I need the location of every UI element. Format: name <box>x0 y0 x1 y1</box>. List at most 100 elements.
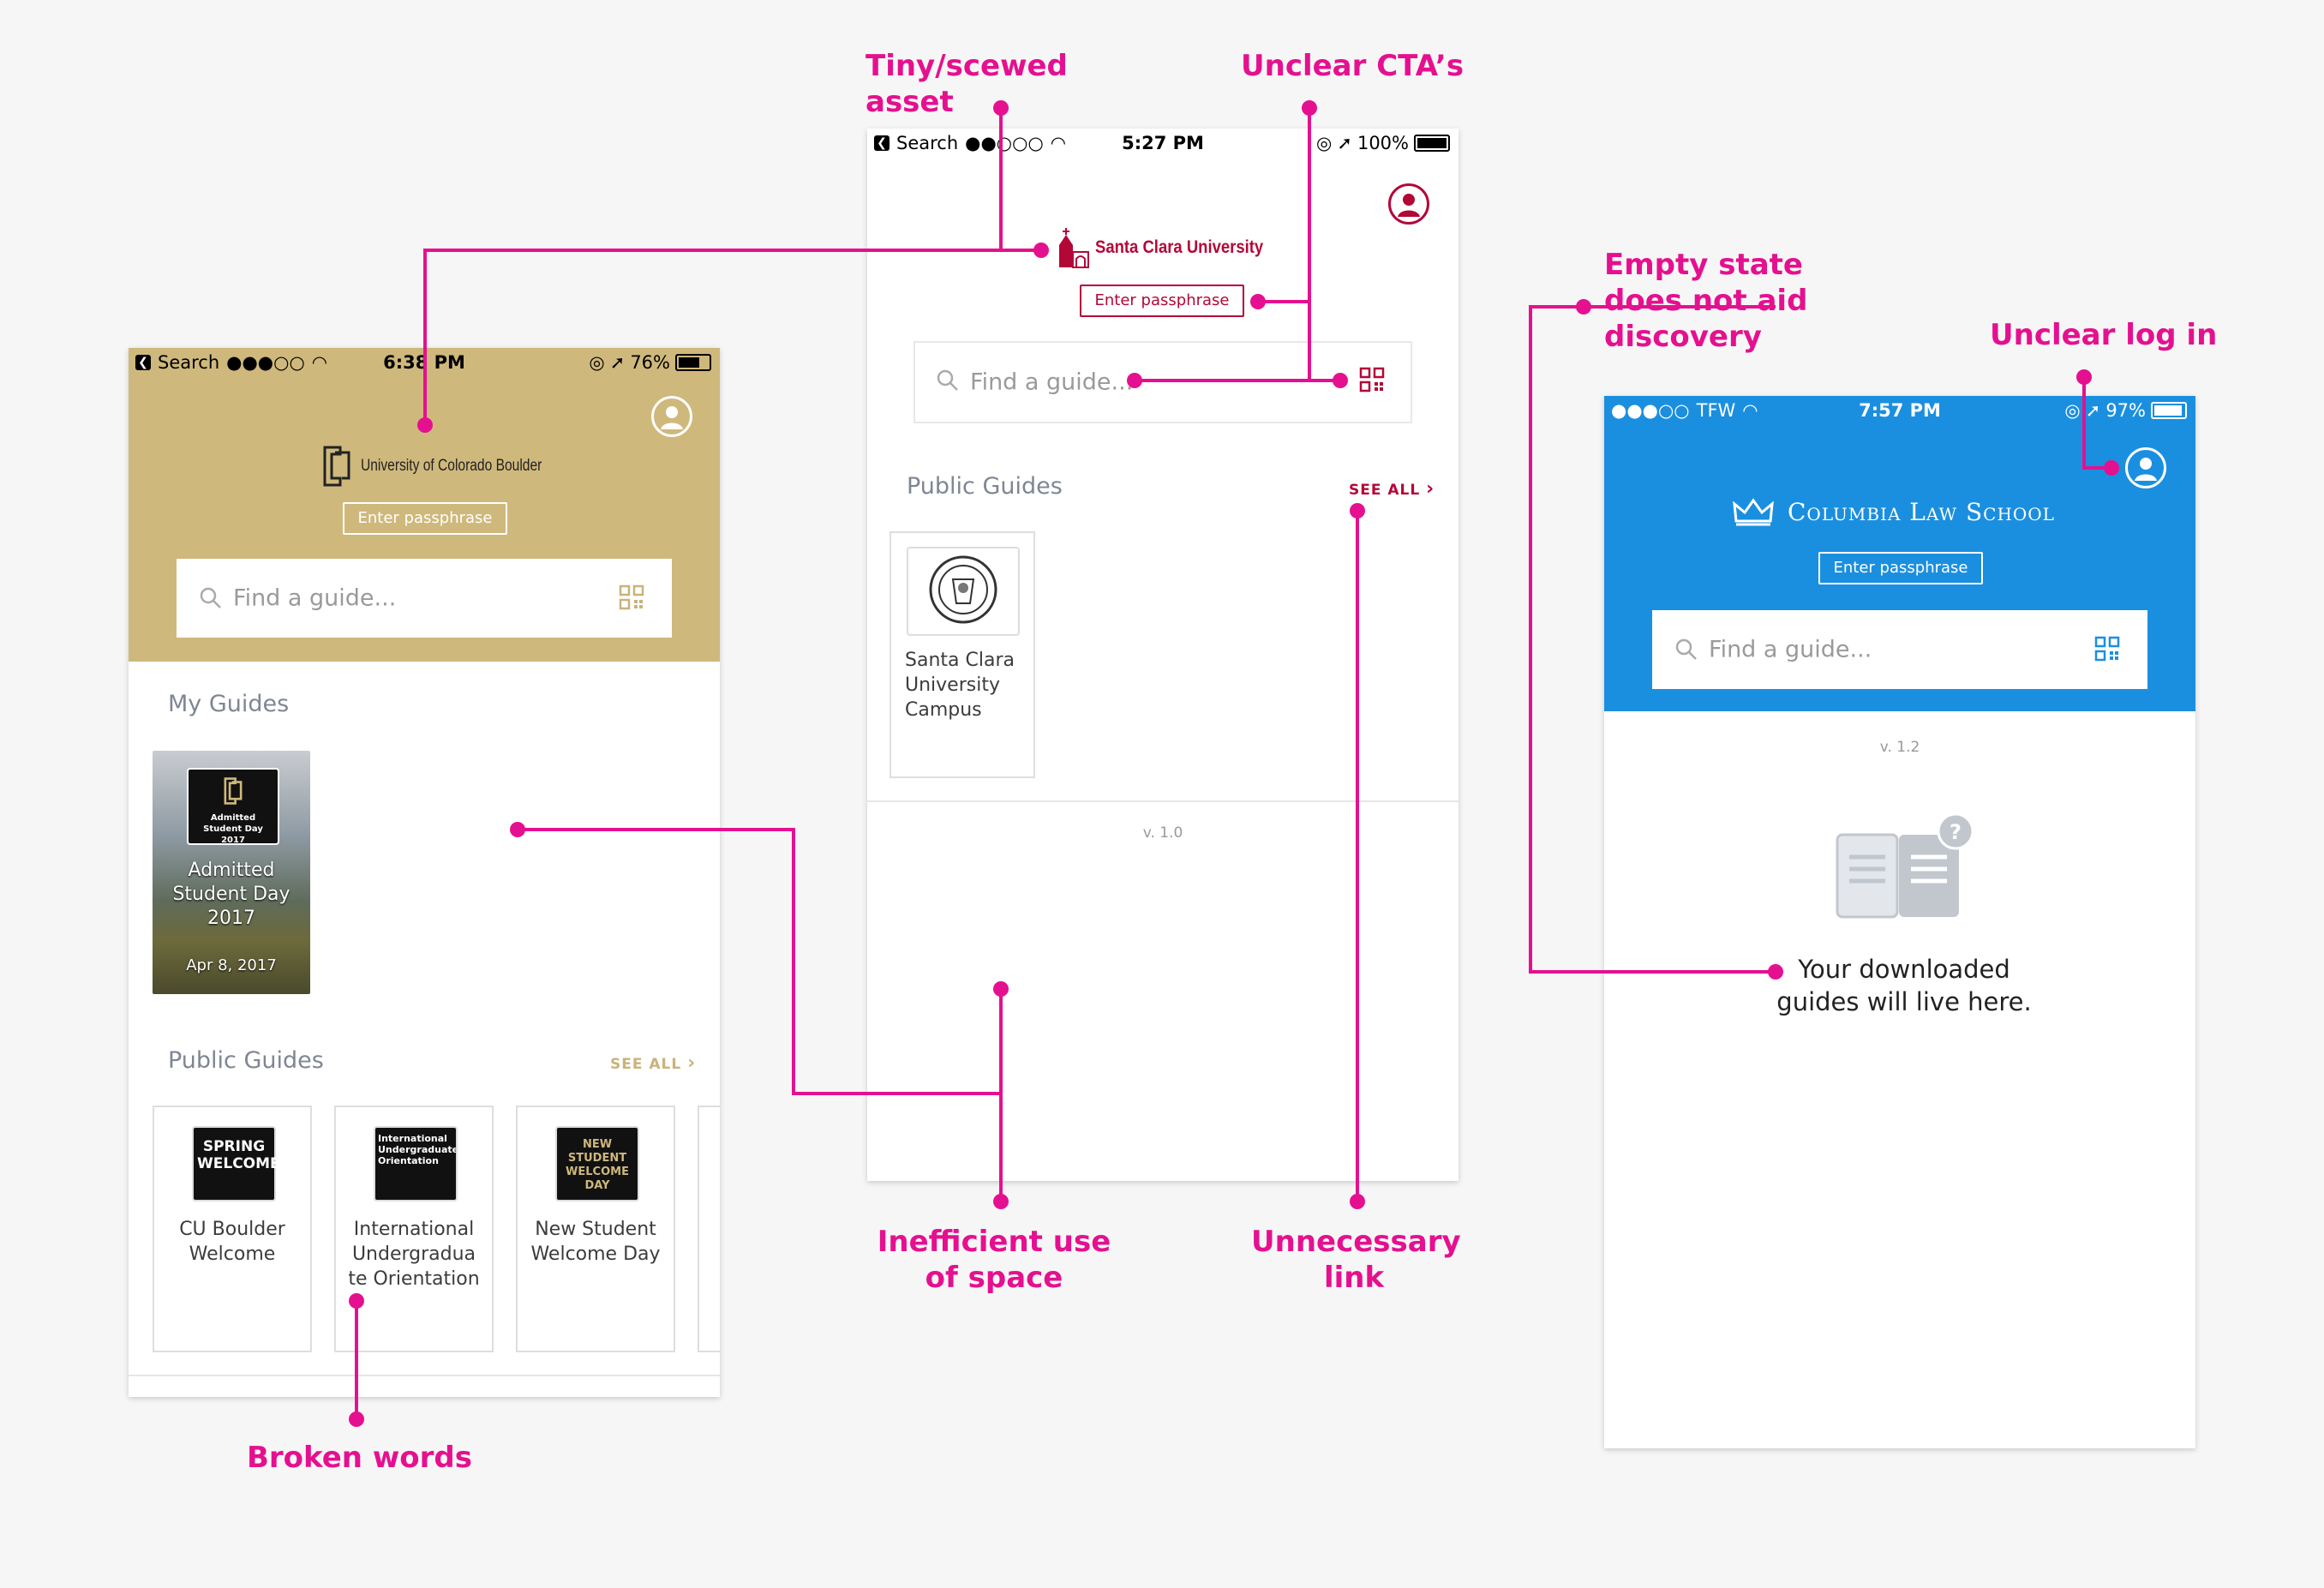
battery-percent: 76% <box>630 352 670 373</box>
lock-rotation-icon: ◎ <box>2064 400 2081 421</box>
guide-card[interactable]: Santa Clara University Campus <box>889 531 1035 778</box>
cu-logo: University of Colorado Boulder <box>321 442 582 490</box>
featured-date: Apr 8, 2017 <box>186 956 277 974</box>
annotation-unnecessary-link: Unnecessary link <box>1251 1225 1461 1295</box>
guide-title: New Student Welcome Day <box>530 1219 661 1265</box>
status-back-label[interactable]: Search <box>896 133 959 153</box>
see-all-link[interactable]: SEE ALL › <box>1349 478 1435 500</box>
version-label: v. 1.2 <box>1879 739 1920 756</box>
public-guides-title: Public Guides <box>168 1047 324 1074</box>
featured-badge-text: Admitted Student Day 2017 <box>203 813 263 845</box>
search-placeholder: Find a guide... <box>970 369 1134 396</box>
my-guides-title: My Guides <box>168 691 290 717</box>
divider <box>129 1375 720 1376</box>
chevron-right-icon: › <box>687 1052 697 1074</box>
status-bar: ❮ Search ●●○○○ ◠ 5:27 PM ◎ ➚ 100% <box>867 129 1458 158</box>
search-input[interactable]: Find a guide... <box>1652 610 2147 689</box>
location-icon: ➚ <box>1337 133 1352 153</box>
wifi-icon: ◠ <box>1050 133 1067 153</box>
guide-title: International Undergradua te Orientation <box>348 1219 480 1290</box>
mission-church-icon <box>1059 228 1089 268</box>
guide-thumbnail: NEW STUDENT WELCOME DAY <box>555 1126 639 1201</box>
qr-code-icon[interactable] <box>1359 367 1385 393</box>
empty-state-text: Your downloaded guides will live here. <box>1776 955 2032 1016</box>
qr-code-icon[interactable] <box>619 584 644 610</box>
annotation-empty-state: Empty state does not aid discovery <box>1604 248 1808 354</box>
signal-icon: ●●○○○ <box>965 133 1044 153</box>
guide-card-partial[interactable] <box>698 1106 720 1352</box>
signal-icon: ●●●○○ <box>1611 400 1690 421</box>
search-icon <box>200 587 221 608</box>
profile-icon[interactable] <box>2125 447 2166 488</box>
version-label: v. 1.0 <box>1142 824 1183 842</box>
cu-logo-icon <box>224 777 243 805</box>
featured-guide-card[interactable]: Admitted Student Day 2017 Admitted Stude… <box>153 751 310 994</box>
see-all-label: SEE ALL <box>1349 482 1421 499</box>
svg-text:?: ? <box>1950 820 1962 844</box>
battery-icon <box>2151 402 2187 419</box>
status-back-label[interactable]: Search <box>158 352 220 373</box>
carrier-label: TFW <box>1696 400 1736 421</box>
enter-passphrase-button[interactable]: Enter passphrase <box>1818 552 1983 584</box>
cu-logo-text: University of Colorado Boulder <box>361 457 542 475</box>
annotation-broken-words: Broken words <box>247 1441 472 1475</box>
search-icon <box>937 369 958 391</box>
scu-logo: Santa Clara University <box>1054 226 1286 269</box>
chevron-right-icon: › <box>1426 478 1435 500</box>
back-arrow-icon[interactable]: ❮ <box>874 135 889 151</box>
divider <box>867 800 1458 802</box>
enter-passphrase-button[interactable]: Enter passphrase <box>343 502 507 535</box>
featured-badge: Admitted Student Day 2017 <box>187 768 279 845</box>
see-all-link[interactable]: SEE ALL › <box>610 1052 696 1074</box>
status-bar: ●●●○○ TFW ◠ 7:57 PM ◎ ➚ 97% <box>1604 396 2195 425</box>
guide-badge-text: SPRING WELCOME <box>197 1138 280 1172</box>
guide-card[interactable]: NEW STUDENT WELCOME DAY New Student Welc… <box>516 1106 675 1352</box>
empty-guides-book-icon: ? <box>1836 812 1974 919</box>
see-all-label: SEE ALL <box>610 1056 682 1073</box>
annotation-unclear-login: Unclear log in <box>1990 318 2218 352</box>
battery-percent: 100% <box>1357 133 1409 153</box>
qr-code-icon[interactable] <box>2094 636 2120 662</box>
scu-seal-thumbnail <box>907 547 1020 636</box>
columbia-logo-text: Columbia Law School <box>1788 497 2055 526</box>
guide-title: Santa Clara University Campus <box>905 650 1015 721</box>
cu-boulder-phone: ❮ Search ●●●○○ ◠ 6:38 PM ◎ ➚ 76% Univers… <box>129 348 720 1397</box>
status-time: 7:57 PM <box>1859 400 1941 421</box>
search-placeholder: Find a guide... <box>233 584 397 612</box>
featured-title: Admitted Student Day 2017 <box>172 860 290 929</box>
enter-passphrase-button[interactable]: Enter passphrase <box>1080 285 1244 317</box>
columbia-phone: ●●●○○ TFW ◠ 7:57 PM ◎ ➚ 97% Columbia Law… <box>1604 396 2195 1448</box>
back-arrow-icon[interactable]: ❮ <box>135 355 151 370</box>
scu-logo-text: Santa Clara University <box>1095 237 1264 257</box>
profile-icon[interactable] <box>1388 183 1429 225</box>
signal-icon: ●●●○○ <box>226 352 305 373</box>
annotation-inefficient-space: Inefficient use of space <box>877 1225 1111 1295</box>
location-icon: ➚ <box>609 352 626 373</box>
annotation-unclear-cta: Unclear CTA’s <box>1241 49 1464 83</box>
search-placeholder: Find a guide... <box>1709 636 1872 663</box>
guide-card[interactable]: SPRING WELCOME CU Boulder Welcome <box>153 1106 312 1352</box>
guide-badge-text: International Undergraduate Orientation <box>378 1133 458 1166</box>
lock-rotation-icon: ◎ <box>589 352 605 373</box>
public-guides-title: Public Guides <box>907 473 1063 500</box>
annotation-tiny-asset: Tiny/scewed asset <box>866 49 1068 119</box>
status-time: 5:27 PM <box>1122 133 1204 153</box>
search-icon <box>1675 638 1697 660</box>
guide-thumbnail: International Undergraduate Orientation <box>374 1126 458 1201</box>
wifi-icon: ◠ <box>311 352 328 373</box>
battery-percent: 97% <box>2105 400 2146 421</box>
battery-icon <box>675 354 711 371</box>
university-seal-icon <box>929 555 997 624</box>
search-input[interactable]: Find a guide... <box>177 559 672 638</box>
lock-rotation-icon: ◎ <box>1316 133 1333 153</box>
santa-clara-phone: ❮ Search ●●○○○ ◠ 5:27 PM ◎ ➚ 100% Santa … <box>867 129 1458 1181</box>
columbia-logo: Columbia Law School <box>1733 497 2055 526</box>
battery-icon <box>1414 135 1450 152</box>
guide-thumbnail: SPRING WELCOME <box>192 1126 280 1201</box>
guide-card[interactable]: International Undergraduate Orientation … <box>334 1106 494 1352</box>
location-icon: ➚ <box>2085 400 2101 421</box>
crown-icon <box>1733 498 1774 526</box>
profile-icon[interactable] <box>651 396 692 437</box>
guide-title: CU Boulder Welcome <box>179 1219 285 1265</box>
